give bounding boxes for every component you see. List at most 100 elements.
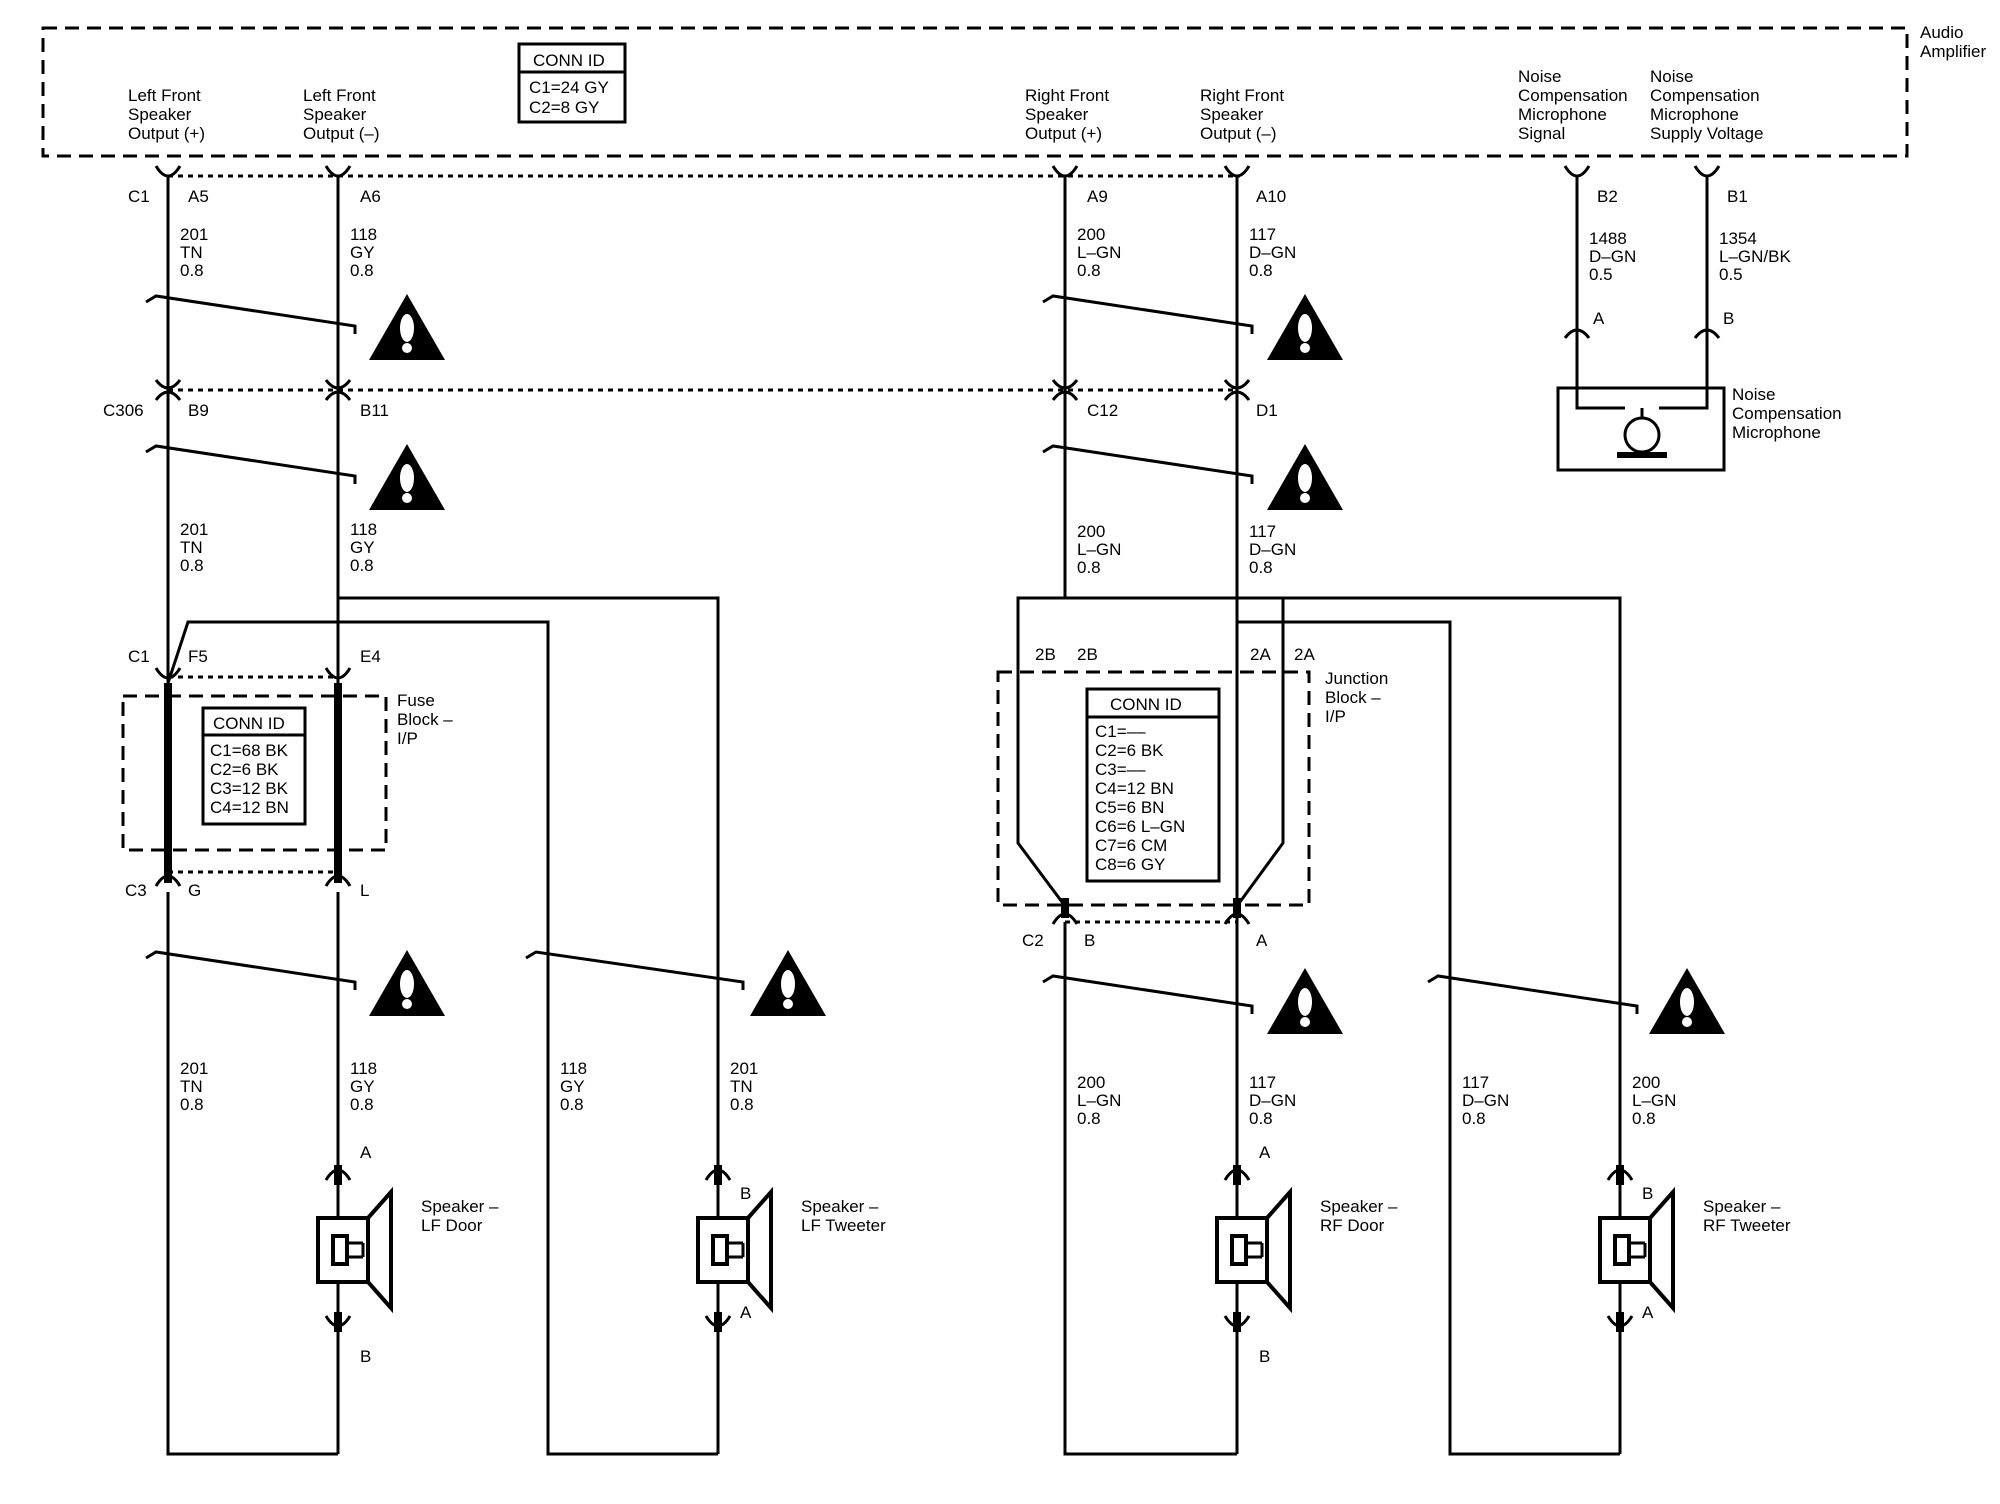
speaker-pin-top: B xyxy=(740,1184,751,1203)
pin-b11: B11 xyxy=(360,401,389,420)
twist-markers-row1 xyxy=(145,294,1254,334)
pin-g: G xyxy=(188,881,201,900)
pin-2a: 2A xyxy=(1250,645,1271,664)
svg-text:117: 117 xyxy=(1249,522,1276,541)
svg-text:Output (+): Output (+) xyxy=(1025,124,1102,143)
svg-text:0.8: 0.8 xyxy=(180,261,204,280)
svg-text:Speaker: Speaker xyxy=(1200,105,1264,124)
conn-id-row: C7=6 CM xyxy=(1095,836,1167,855)
svg-text:201: 201 xyxy=(180,225,208,244)
speaker-label: LF Door xyxy=(421,1216,483,1235)
pin-b9: B9 xyxy=(188,401,209,420)
speaker-label: LF Tweeter xyxy=(801,1216,886,1235)
svg-text:Microphone: Microphone xyxy=(1518,105,1607,124)
svg-text:Output (+): Output (+) xyxy=(128,124,205,143)
svg-text:D–GN: D–GN xyxy=(1462,1091,1509,1110)
amplifier-pin-labels: C1 A5 A6 A9 A10 B2 B1 xyxy=(128,187,1748,206)
pin-2b: 2B xyxy=(1035,645,1056,664)
svg-text:0.8: 0.8 xyxy=(1077,558,1101,577)
fuse-block-label: I/P xyxy=(397,729,418,748)
pin-l: L xyxy=(360,881,369,900)
junction-conn-id-box xyxy=(1085,687,1221,883)
svg-text:201: 201 xyxy=(180,1059,208,1078)
svg-text:200: 200 xyxy=(1632,1073,1660,1092)
svg-text:0.8: 0.8 xyxy=(1249,558,1273,577)
svg-text:TN: TN xyxy=(180,538,203,557)
svg-text:Noise: Noise xyxy=(1518,67,1561,86)
mic-pin-a: A xyxy=(1593,309,1605,328)
svg-text:118: 118 xyxy=(560,1059,587,1078)
fuse-block-ip: CONN ID C1=68 BK C2=6 BK C3=12 BK C4=12 … xyxy=(121,647,453,900)
svg-text:0.8: 0.8 xyxy=(350,556,374,575)
output-label-rf-minus: Right Front Speaker Output (–) xyxy=(1200,86,1284,143)
mic-label: Noise xyxy=(1732,385,1775,404)
conn-id-row: C3=12 BK xyxy=(210,779,289,798)
svg-text:0.8: 0.8 xyxy=(1077,1109,1101,1128)
speaker-pin-top: A xyxy=(1259,1143,1271,1162)
conn-id-title: CONN ID xyxy=(533,51,605,70)
svg-text:TN: TN xyxy=(180,1077,203,1096)
svg-text:200: 200 xyxy=(1077,225,1105,244)
speaker-label: RF Tweeter xyxy=(1703,1216,1791,1235)
amplifier-pin-cups xyxy=(154,165,1721,178)
svg-text:118: 118 xyxy=(350,1059,377,1078)
svg-text:0.8: 0.8 xyxy=(180,556,204,575)
pin-a9: A9 xyxy=(1087,187,1108,206)
connector-id-c306: C306 xyxy=(103,401,144,420)
svg-text:0.8: 0.8 xyxy=(1249,261,1273,280)
svg-text:Left Front: Left Front xyxy=(303,86,376,105)
svg-text:117: 117 xyxy=(1249,1073,1276,1092)
svg-text:0.8: 0.8 xyxy=(1632,1109,1656,1128)
speaker-pin-top: B xyxy=(1642,1184,1653,1203)
connector-id-c3: C3 xyxy=(125,881,147,900)
svg-text:0.5: 0.5 xyxy=(1589,265,1613,284)
connector-c306: C306 B9 B11 C12 D1 xyxy=(103,379,1278,420)
svg-text:L–GN: L–GN xyxy=(1077,243,1121,262)
speaker-label: Speaker – xyxy=(801,1197,879,1216)
conn-id-row: C8=6 GY xyxy=(1095,855,1165,874)
speaker-label: Speaker – xyxy=(1320,1197,1398,1216)
svg-text:0.8: 0.8 xyxy=(350,261,374,280)
caution-icon xyxy=(1267,444,1343,510)
output-label-rf-plus: Right Front Speaker Output (+) xyxy=(1025,86,1109,143)
output-label-lf-minus: Left Front Speaker Output (–) xyxy=(303,86,380,143)
junction-block-ip: CONN ID C1=–– C2=6 BK C3=–– C4=12 BN C5=… xyxy=(996,645,1388,950)
twist-markers-row2 xyxy=(145,444,1254,484)
conn-id-row: C2=6 BK xyxy=(1095,741,1164,760)
speaker-pin-bottom: A xyxy=(740,1303,752,1322)
svg-text:Microphone: Microphone xyxy=(1650,105,1739,124)
noise-compensation-microphone: A B Noise Compensation Microphone xyxy=(1556,309,1842,472)
fuse-block-label: Block – xyxy=(397,710,453,729)
conn-id-row: C6=6 L–GN xyxy=(1095,817,1185,836)
svg-text:TN: TN xyxy=(730,1077,753,1096)
conn-id-row: C2=6 BK xyxy=(210,760,279,779)
svg-text:Left Front: Left Front xyxy=(128,86,201,105)
junction-block-outline xyxy=(996,670,1311,907)
pin-f5: F5 xyxy=(188,647,208,666)
microphone-icon xyxy=(1623,416,1661,454)
pin-b2: B2 xyxy=(1597,187,1618,206)
svg-text:Compensation: Compensation xyxy=(1518,86,1628,105)
caution-icon xyxy=(369,950,445,1016)
svg-text:200: 200 xyxy=(1077,522,1105,541)
speaker-rf-tweeter: B A Speaker – RF Tweeter xyxy=(1598,1165,1791,1332)
amplifier-outline xyxy=(41,26,1909,158)
svg-text:0.8: 0.8 xyxy=(1249,1109,1273,1128)
mic-pin-b: B xyxy=(1723,309,1734,328)
pin-2a: 2A xyxy=(1294,645,1315,664)
pin-c12: C12 xyxy=(1087,401,1118,420)
wire-paths xyxy=(166,176,1709,1456)
speaker-icon xyxy=(1598,1190,1675,1310)
fuse-block-label: Fuse xyxy=(397,691,435,710)
